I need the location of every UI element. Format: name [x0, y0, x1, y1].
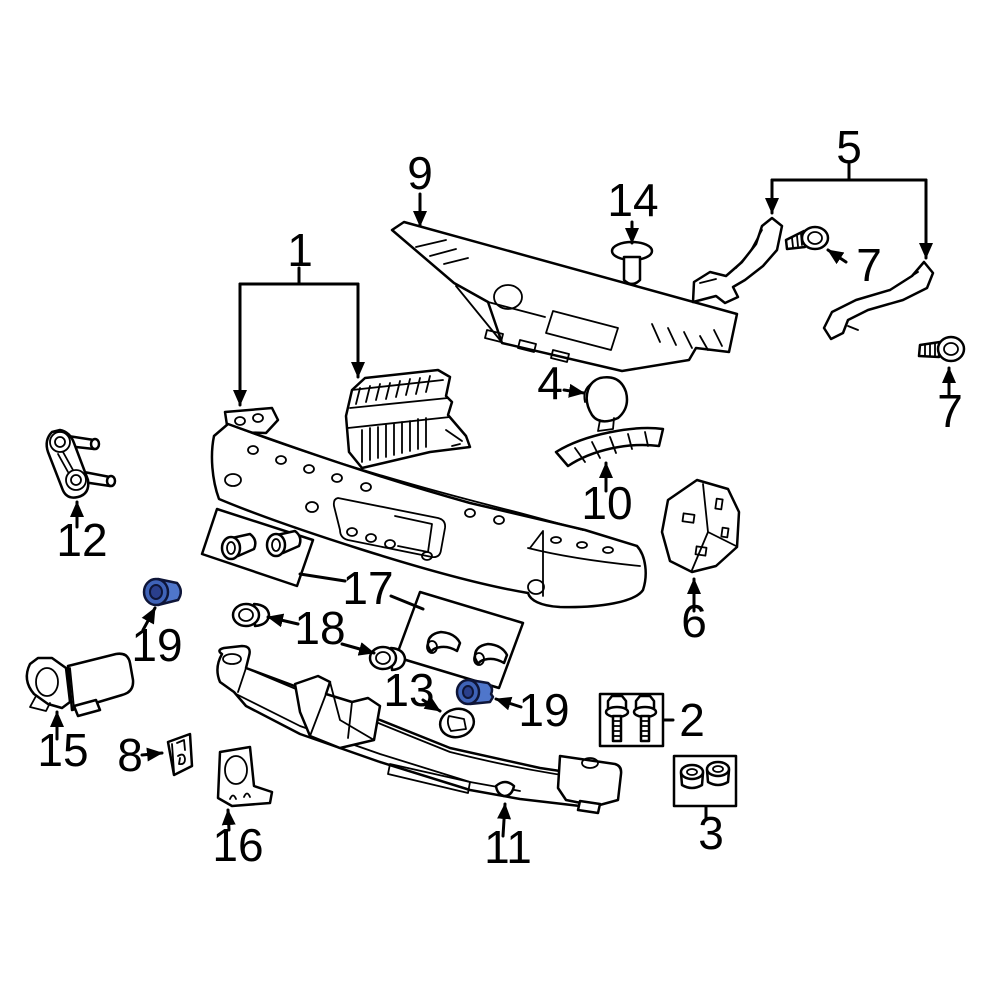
callout-4-label: 4	[537, 357, 563, 409]
callout-9-label: 9	[407, 147, 433, 199]
part-8-retainer-clip	[166, 732, 194, 777]
callout-11-label: 11	[484, 821, 532, 873]
callout-2-label: 2	[679, 694, 705, 746]
callout-7-upper-label: 7	[856, 239, 882, 291]
callout-19-right-label: 19	[518, 684, 569, 736]
part-5-support-bracket-right	[822, 260, 935, 341]
callout-1-label: 1	[287, 224, 313, 276]
callout-8-label: 8	[117, 729, 143, 781]
part-14-push-pin	[610, 240, 654, 286]
callout-16-label: 16	[212, 819, 263, 871]
part-6-side-bracket	[660, 478, 741, 574]
callout-15-label: 15	[37, 724, 88, 776]
bolt-a	[604, 694, 630, 743]
part-17-sensor-kit-right-plate	[394, 590, 525, 690]
part-19-sensor-left-highlighted[interactable]	[142, 577, 182, 607]
part-1-bumper-face-bar	[210, 406, 647, 609]
part-3-nut-kit	[672, 754, 738, 808]
callout-leaders	[50, 162, 956, 838]
callout-5-label: 5	[836, 121, 862, 173]
part-9-step-pad-panel	[390, 220, 739, 373]
part-1-ribbed-center-bracket	[344, 368, 472, 470]
part-4-access-cover	[583, 376, 629, 432]
part-10-support-strip	[554, 426, 665, 468]
callout-18-label: 18	[294, 602, 345, 654]
callout-6-label: 6	[681, 595, 707, 647]
callout-19-left-label: 19	[131, 619, 182, 671]
part-7-bolt-upper	[784, 225, 830, 251]
part-2-bolt-kit	[598, 692, 665, 748]
part-7-bolt-lower	[917, 335, 966, 363]
part-18-grommet-upper	[231, 602, 271, 628]
part-18-grommet-lower	[368, 645, 407, 672]
callout-12-label: 12	[56, 514, 107, 566]
callout-7-lower-label: 7	[937, 385, 963, 437]
callout-14-label: 14	[607, 174, 658, 226]
part-19-sensor-right-highlighted[interactable]	[455, 678, 495, 706]
part-13-seal-ring	[438, 707, 476, 739]
callout-10-label: 10	[581, 477, 632, 529]
part-15-actuator	[25, 652, 135, 718]
callout-17-label: 17	[342, 562, 393, 614]
part-5-support-bracket-left	[691, 216, 784, 305]
part-16-bracket	[216, 745, 274, 808]
part-17-sensor-kit-left-plate	[200, 507, 315, 588]
nut-b	[705, 760, 731, 787]
part-12-stud-link	[45, 428, 117, 499]
nut-a	[679, 763, 705, 790]
part-11-crossmember	[216, 644, 623, 815]
callout-labels: 1 9 14 5 7 7 4 10 12 6 17 18 19 19 15 8 …	[37, 121, 962, 873]
callout-13-label: 13	[383, 664, 434, 716]
callout-3-label: 3	[698, 807, 724, 859]
bolt-b	[632, 694, 658, 743]
